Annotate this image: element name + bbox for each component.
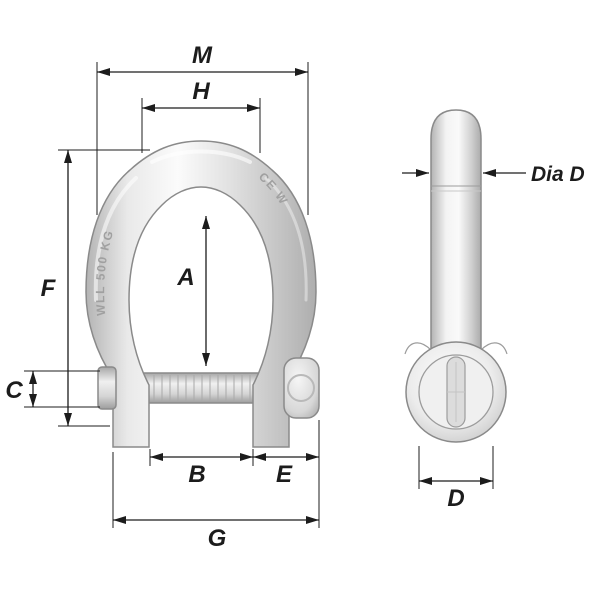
dim-label-d: D bbox=[447, 485, 464, 512]
dim-E: E bbox=[253, 453, 319, 488]
dim-label-f: F bbox=[41, 275, 57, 302]
pin-threads bbox=[153, 375, 251, 401]
dim-B: B bbox=[149, 449, 254, 488]
dim-A: A bbox=[176, 216, 210, 366]
dim-label-b: B bbox=[188, 461, 205, 488]
pin-collar bbox=[97, 366, 117, 410]
dim-F: F bbox=[41, 149, 150, 427]
dim-label-a: A bbox=[176, 264, 194, 291]
dim-label-g: G bbox=[208, 525, 227, 552]
dim-label-e: E bbox=[276, 461, 293, 488]
dimensions: M H F C A B bbox=[5, 42, 584, 552]
dim-M: M bbox=[96, 42, 309, 215]
pin-head-detail bbox=[287, 374, 315, 402]
dim-G: G bbox=[112, 420, 320, 552]
front-view: WLL 500 KG CE W bbox=[85, 140, 320, 448]
pin-side-shaft bbox=[430, 109, 482, 351]
shaft-grip-lines bbox=[431, 185, 481, 192]
pin-head bbox=[283, 357, 320, 419]
dim-C: C bbox=[5, 370, 100, 408]
dim-label-m: M bbox=[192, 42, 213, 69]
side-view bbox=[404, 109, 508, 443]
dim-label-c: C bbox=[5, 377, 23, 404]
dim-H: H bbox=[141, 78, 261, 153]
dim-label-h: H bbox=[192, 78, 210, 105]
bow-highlights bbox=[93, 149, 308, 302]
pin-slot-detail bbox=[447, 362, 465, 422]
dim-D: D bbox=[418, 446, 494, 512]
dim-dia-d: Dia D bbox=[402, 163, 585, 186]
dim-label-dia-d: Dia D bbox=[531, 163, 585, 186]
